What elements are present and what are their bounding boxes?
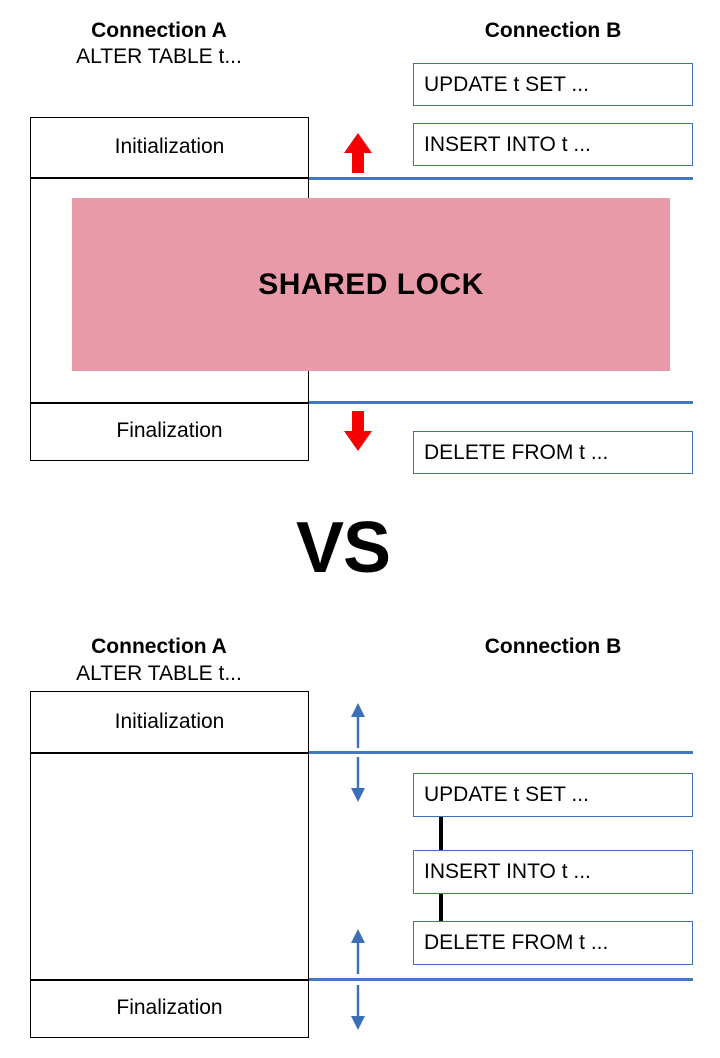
top-phase-finalization: Finalization	[30, 403, 309, 461]
bottom-connection-a-statement: ALTER TABLE t...	[76, 662, 242, 685]
bottom-connection-a-title: Connection A	[91, 635, 227, 658]
top-sql-update-label: UPDATE t SET ...	[424, 72, 589, 96]
top-phase-initialization-label: Initialization	[114, 135, 225, 158]
top-sql-delete: DELETE FROM t ...	[413, 431, 693, 474]
top-sql-delete-label: DELETE FROM t ...	[424, 440, 609, 464]
arrow-up-blue-bottom-icon	[348, 928, 368, 974]
top-connection-a-statement: ALTER TABLE t...	[76, 45, 242, 68]
bottom-sql-delete-label: DELETE FROM t ...	[424, 931, 609, 954]
bottom-separator-rule-lower	[309, 978, 693, 981]
top-sql-insert: INSERT INTO t ...	[413, 123, 693, 166]
bottom-sql-update: UPDATE t SET ...	[413, 773, 693, 817]
arrow-down-blue-bottom-icon	[348, 985, 368, 1031]
versus-label: VS	[295, 508, 391, 588]
arrow-down-red-icon	[342, 410, 374, 452]
top-sql-update: UPDATE t SET ...	[413, 63, 693, 106]
top-connection-a-title: Connection A	[91, 19, 227, 42]
top-separator-rule-lower	[309, 401, 693, 404]
shared-lock-block: SHARED LOCK	[72, 198, 670, 371]
shared-lock-label: SHARED LOCK	[258, 267, 484, 301]
bottom-sql-delete: DELETE FROM t ...	[413, 921, 693, 965]
bottom-phase-initialization-label: Initialization	[114, 710, 225, 733]
bottom-sql-insert-label: INSERT INTO t ...	[424, 860, 591, 883]
sql-connector-update-insert	[439, 817, 443, 850]
bottom-phase-finalization-label: Finalization	[116, 996, 223, 1019]
top-connection-b-title: Connection B	[484, 19, 622, 42]
bottom-phase-initialization: Initialization	[30, 691, 309, 753]
bottom-sql-insert: INSERT INTO t ...	[413, 850, 693, 894]
bottom-phase-idle	[30, 753, 309, 980]
arrow-up-blue-top-icon	[348, 702, 368, 748]
bottom-phase-finalization: Finalization	[30, 980, 309, 1038]
arrow-down-blue-top-icon	[348, 757, 368, 803]
sql-connector-insert-delete	[439, 894, 443, 921]
top-phase-initialization: Initialization	[30, 117, 309, 178]
bottom-sql-update-label: UPDATE t SET ...	[424, 783, 589, 806]
top-separator-rule-upper	[309, 177, 693, 180]
top-sql-insert-label: INSERT INTO t ...	[424, 132, 591, 156]
bottom-connection-b-title: Connection B	[484, 635, 622, 658]
arrow-up-red-icon	[342, 132, 374, 174]
top-phase-finalization-label: Finalization	[116, 419, 223, 442]
bottom-separator-rule-upper	[309, 751, 693, 754]
